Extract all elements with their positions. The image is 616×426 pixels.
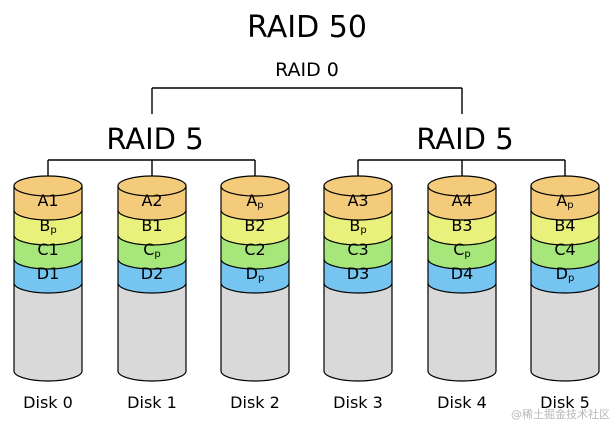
block-label: A3 bbox=[347, 191, 368, 210]
block-band bbox=[13, 210, 83, 246]
disk-top-cap bbox=[117, 175, 187, 197]
disk-name-label: Disk 5 bbox=[540, 393, 590, 412]
block-label: C3 bbox=[347, 240, 368, 259]
disk-name-label: Disk 4 bbox=[437, 393, 487, 412]
disk-top-cap bbox=[530, 175, 600, 197]
block-label: D2 bbox=[141, 264, 164, 283]
block-label: C2 bbox=[244, 240, 265, 259]
disk-body bbox=[220, 282, 290, 382]
disk-name-label: Disk 2 bbox=[230, 393, 280, 412]
block-label: C1 bbox=[37, 240, 58, 259]
block-band bbox=[220, 210, 290, 246]
raid5-label-right: RAID 5 bbox=[416, 122, 513, 156]
block-label: B1 bbox=[141, 216, 162, 235]
disk-top-cap bbox=[220, 175, 290, 197]
watermark: @稀土掘金技术社区 bbox=[511, 408, 610, 421]
disk-body bbox=[117, 282, 187, 382]
block-label: B4 bbox=[554, 216, 575, 235]
disk-body bbox=[427, 282, 497, 382]
block-label: D3 bbox=[347, 264, 370, 283]
block-label: C4 bbox=[554, 240, 575, 259]
block-band bbox=[530, 210, 600, 246]
block-label: A2 bbox=[141, 191, 162, 210]
disk-name-label: Disk 1 bbox=[127, 393, 177, 412]
block-label: B2 bbox=[244, 216, 265, 235]
disk-top-cap bbox=[427, 175, 497, 197]
block-band bbox=[427, 210, 497, 246]
block-label: B3 bbox=[451, 216, 472, 235]
raid0-label: RAID 0 bbox=[275, 59, 339, 81]
diagram-title: RAID 50 bbox=[247, 10, 367, 45]
disk-name-label: Disk 0 bbox=[23, 393, 73, 412]
disk-body bbox=[530, 282, 600, 382]
connector-lines bbox=[47, 87, 566, 186]
block-label: A4 bbox=[451, 191, 472, 210]
block-band bbox=[117, 210, 187, 246]
disk-top-cap bbox=[13, 175, 83, 197]
disk-body bbox=[323, 282, 393, 382]
block-label: D1 bbox=[37, 264, 60, 283]
block-label: A1 bbox=[37, 191, 58, 210]
disk-name-label: Disk 3 bbox=[333, 393, 383, 412]
disk-body bbox=[13, 282, 83, 382]
raid5-label-left: RAID 5 bbox=[106, 122, 203, 156]
disk-top-cap bbox=[323, 175, 393, 197]
block-label: D4 bbox=[451, 264, 474, 283]
block-band bbox=[323, 210, 393, 246]
